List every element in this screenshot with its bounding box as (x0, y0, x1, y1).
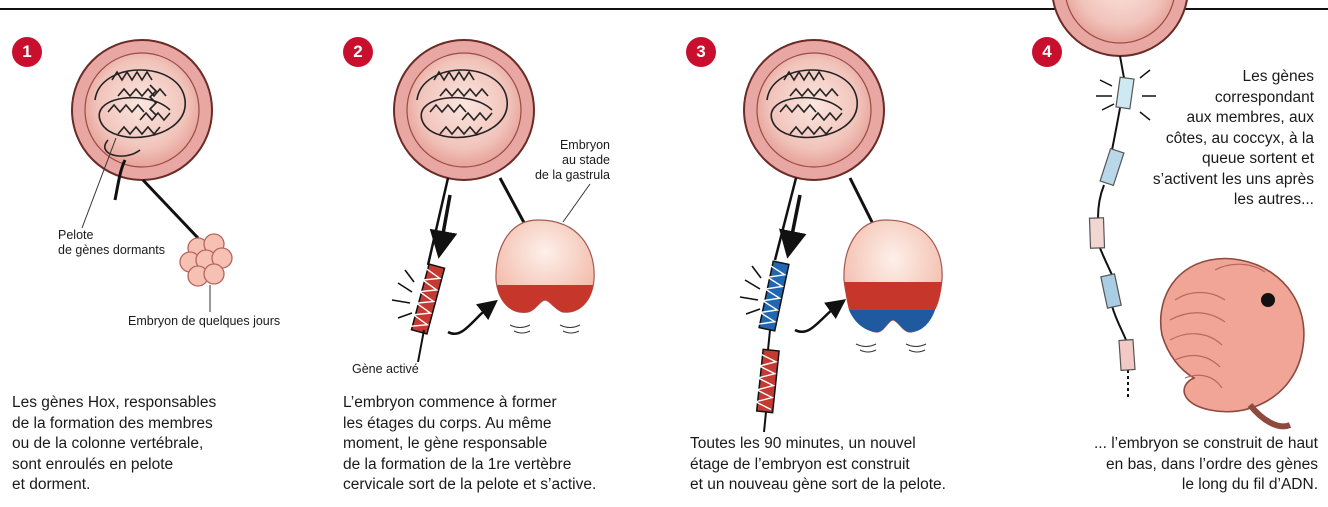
early-embryo-label: Embryon de quelques jours (128, 314, 280, 329)
pelote-label-line-2: de gènes dormants (58, 243, 165, 258)
side-text-line-2: correspondant (1124, 88, 1314, 109)
activation-rays (392, 270, 414, 318)
caption-4-line-1: ... l’embryon se construit de haut (1024, 434, 1318, 455)
caption-2-line-5: cervicale sort de la pelote et s’active. (343, 475, 596, 496)
gastrula-label-line-3: de la gastrula (520, 168, 610, 183)
caption-1-line-1: Les gènes Hox, responsables (12, 393, 216, 414)
caption-2-line-4: de la formation de la 1re vertèbre (343, 455, 596, 476)
caption-1-line-4: sont enroulés en pelote (12, 455, 216, 476)
curled-embryo (1161, 259, 1304, 427)
early-embryo-cluster (180, 234, 232, 286)
step-4-badge: 4 (1032, 37, 1062, 67)
gastrula-embryo-2 (496, 220, 594, 333)
side-text-line-5: queue sortent et (1124, 149, 1314, 170)
side-text-line-1: Les gènes (1124, 67, 1314, 88)
panel-4-cell (1052, 0, 1188, 56)
caption-4-line-3: le long du fil d’ADN. (1024, 475, 1318, 496)
side-text-line-4: côtes, au coccyx, à la (1124, 129, 1314, 150)
gastrula-label: Embryon au stade de la gastrula (520, 138, 610, 183)
step-3-badge: 3 (686, 37, 716, 67)
caption-step-1: Les gènes Hox, responsables de la format… (12, 393, 216, 496)
caption-1-line-3: ou de la colonne vertébrale, (12, 434, 216, 455)
panel-4-side-text: Les gènes correspondant aux membres, aux… (1124, 67, 1314, 211)
side-text-line-3: aux membres, aux (1124, 108, 1314, 129)
caption-2-line-2: les étages du corps. Au même (343, 414, 596, 435)
caption-4-line-2: en bas, dans l’ordre des gènes (1024, 455, 1318, 476)
active-gene-blue (758, 261, 789, 331)
gastrula-label-line-2: au stade (520, 153, 610, 168)
caption-step-3: Toutes les 90 minutes, un nouvel étage d… (690, 434, 946, 496)
caption-1-line-2: de la formation des membres (12, 414, 216, 435)
caption-step-4: ... l’embryon se construit de haut en ba… (1024, 434, 1318, 496)
caption-3-line-1: Toutes les 90 minutes, un nouvel (690, 434, 946, 455)
caption-2-line-3: moment, le gène responsable (343, 434, 596, 455)
active-gene-red (410, 264, 444, 334)
panel-1-cell (72, 40, 212, 238)
side-text-line-6: s’activent les uns après (1124, 170, 1314, 191)
active-gene-label: Gène activé (352, 362, 419, 377)
gastrula-label-line-1: Embryon (520, 138, 610, 153)
caption-1-line-5: et dorment. (12, 475, 216, 496)
caption-2-line-1: L’embryon commence à former (343, 393, 596, 414)
gastrula-embryo-3 (844, 220, 942, 352)
step-2-badge: 2 (343, 37, 373, 67)
pelote-label-line-1: Pelote (58, 228, 165, 243)
caption-3-line-2: étage de l’embryon est construit (690, 455, 946, 476)
caption-3-line-3: et un nouveau gène sort de la pelote. (690, 475, 946, 496)
side-text-line-7: les autres... (1124, 190, 1314, 211)
pelote-label: Pelote de gènes dormants (58, 228, 165, 258)
activation-rays-3 (740, 266, 761, 314)
step-1-badge: 1 (12, 37, 42, 67)
embryo-eye (1261, 293, 1275, 307)
arrow-to-embryo (448, 306, 490, 334)
caption-step-2: L’embryon commence à former les étages d… (343, 393, 596, 496)
previous-gene-red (755, 330, 779, 432)
gastrula-leader-line (563, 184, 590, 222)
